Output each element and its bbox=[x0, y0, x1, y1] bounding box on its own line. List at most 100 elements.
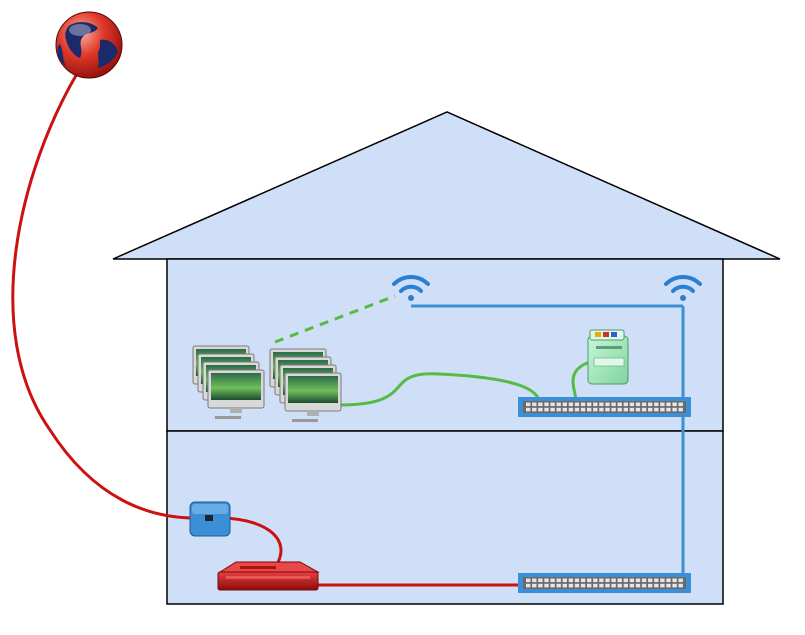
switch-port bbox=[544, 583, 549, 588]
switch-port bbox=[660, 407, 665, 412]
switch-port bbox=[574, 583, 580, 588]
switch-port bbox=[526, 407, 531, 412]
switch-port bbox=[654, 407, 659, 412]
switch-downstairs-icon bbox=[518, 573, 691, 593]
switch-port bbox=[538, 407, 543, 412]
switch-port bbox=[641, 407, 647, 412]
switch-port bbox=[635, 407, 641, 412]
modem-icon bbox=[189, 501, 231, 537]
switch-port bbox=[544, 407, 549, 412]
switch-port bbox=[568, 402, 574, 407]
switch-port bbox=[605, 402, 610, 407]
wifi-icon bbox=[392, 274, 430, 301]
switch-port bbox=[635, 578, 641, 583]
switch-port bbox=[641, 402, 647, 407]
switch-upstairs-icon bbox=[518, 397, 691, 417]
switch-port bbox=[532, 583, 537, 588]
switch-port bbox=[617, 583, 622, 588]
switch-port bbox=[672, 583, 677, 588]
switch-port bbox=[538, 578, 543, 583]
switch-port bbox=[532, 407, 537, 412]
switch-port bbox=[648, 583, 653, 588]
switch-port bbox=[648, 407, 653, 412]
switch-port bbox=[556, 402, 561, 407]
switch-port bbox=[580, 402, 586, 407]
wireless-link-computers-wifi bbox=[274, 294, 396, 344]
switch-port bbox=[562, 578, 567, 583]
house-roof bbox=[112, 111, 781, 260]
switch-port bbox=[623, 407, 628, 412]
switch-port bbox=[538, 583, 543, 588]
switch-port bbox=[593, 402, 598, 407]
switch-port bbox=[678, 407, 683, 412]
switch-port bbox=[629, 578, 635, 583]
computer-stack-icon bbox=[192, 345, 265, 419]
switch-port bbox=[526, 578, 531, 583]
switch-port bbox=[629, 583, 635, 588]
switch-port bbox=[623, 583, 628, 588]
switch-port bbox=[666, 578, 671, 583]
wan-link-modem-router bbox=[223, 516, 283, 567]
printer-icon bbox=[587, 329, 629, 385]
monitor bbox=[207, 369, 265, 413]
switch-port bbox=[635, 402, 641, 407]
switch-port bbox=[611, 583, 616, 588]
switch-port bbox=[580, 407, 586, 412]
switch-port bbox=[605, 578, 610, 583]
switch-port bbox=[574, 578, 580, 583]
switch-port bbox=[550, 578, 555, 583]
switch-port bbox=[654, 402, 659, 407]
computer-stack-icon bbox=[269, 348, 342, 422]
switch-port bbox=[623, 402, 628, 407]
switch-port bbox=[617, 407, 622, 412]
switch-port bbox=[617, 402, 622, 407]
switch-port bbox=[599, 407, 604, 412]
switch-ports bbox=[526, 578, 683, 588]
switch-port bbox=[538, 402, 543, 407]
switch-port bbox=[593, 583, 598, 588]
switch-port bbox=[666, 402, 671, 407]
switch-port bbox=[544, 402, 549, 407]
switch-port bbox=[526, 402, 531, 407]
switch-port bbox=[611, 578, 616, 583]
switch-port bbox=[648, 578, 653, 583]
switch-port bbox=[617, 578, 622, 583]
switch-port bbox=[532, 578, 537, 583]
switch-port bbox=[556, 578, 561, 583]
wan-link-internet-modem bbox=[11, 71, 196, 520]
monitor bbox=[284, 372, 342, 416]
switch-port bbox=[654, 583, 659, 588]
switch-port bbox=[672, 402, 677, 407]
switch-port bbox=[562, 402, 567, 407]
wifi-icon bbox=[664, 274, 702, 301]
switch-port bbox=[544, 578, 549, 583]
switch-port bbox=[568, 583, 574, 588]
switch-port bbox=[648, 402, 653, 407]
switch-port bbox=[587, 407, 592, 412]
switch-port bbox=[580, 583, 586, 588]
switch-port bbox=[550, 407, 555, 412]
switch-port bbox=[678, 578, 683, 583]
switch-port bbox=[654, 578, 659, 583]
switch-port bbox=[660, 402, 665, 407]
switch-port bbox=[660, 583, 665, 588]
switch-port bbox=[678, 402, 683, 407]
switch-port bbox=[623, 578, 628, 583]
house bbox=[112, 111, 781, 605]
switch-port bbox=[550, 402, 555, 407]
device-link-computers-switch bbox=[339, 372, 542, 407]
switch-port bbox=[526, 583, 531, 588]
switch-port bbox=[666, 407, 671, 412]
switch-port bbox=[562, 407, 567, 412]
switch-port bbox=[672, 407, 677, 412]
switch-ports bbox=[526, 402, 683, 412]
switch-port bbox=[568, 578, 574, 583]
switch-port bbox=[605, 407, 610, 412]
switch-port bbox=[593, 578, 598, 583]
switch-port bbox=[550, 583, 555, 588]
switch-port bbox=[532, 402, 537, 407]
switch-port bbox=[599, 578, 604, 583]
switch-port bbox=[587, 583, 592, 588]
switch-port bbox=[635, 583, 641, 588]
